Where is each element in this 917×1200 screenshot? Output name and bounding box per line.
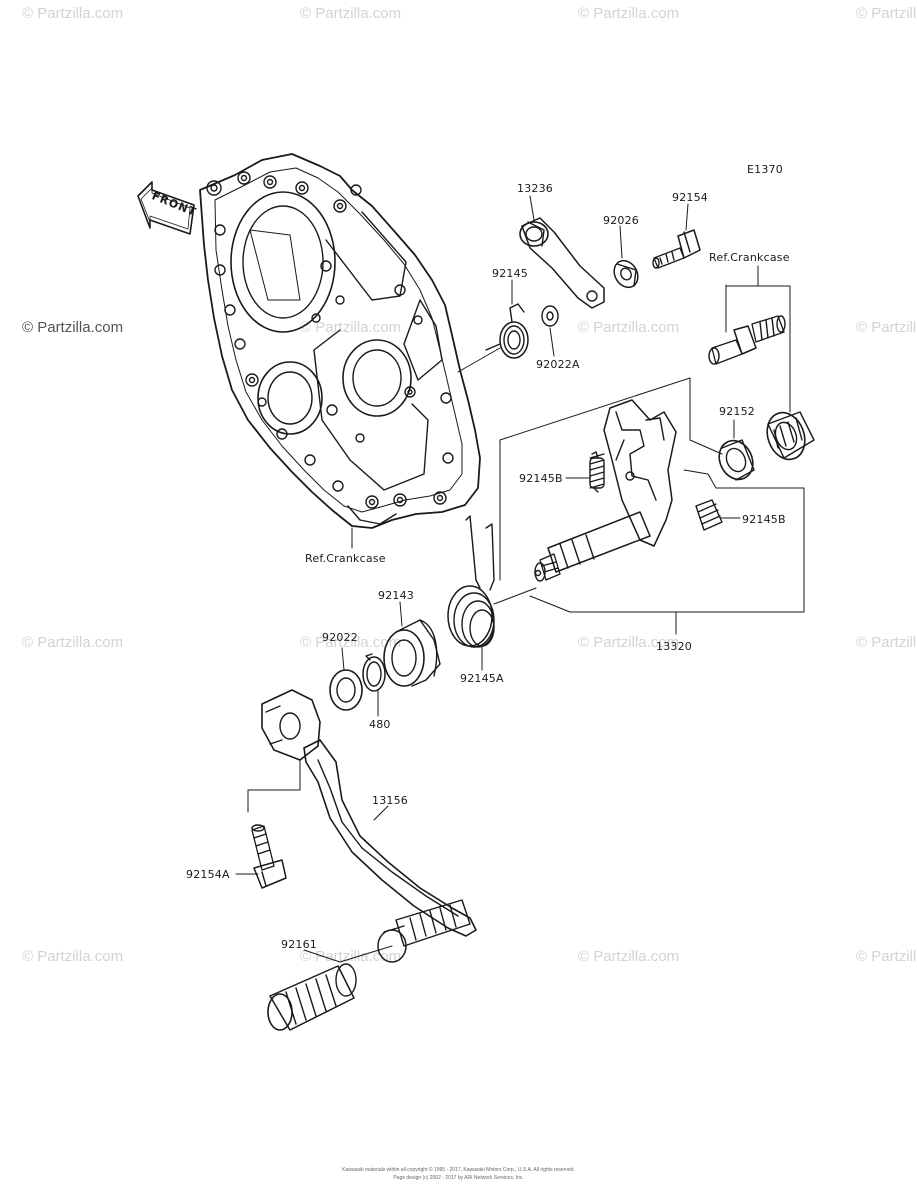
label-ref-crankcase-bottom: Ref.Crankcase bbox=[305, 552, 386, 565]
label-92161[interactable]: 92161 bbox=[281, 938, 317, 951]
watermark: © Partzilla.com bbox=[578, 948, 680, 965]
watermark: © Partzilla.com bbox=[578, 5, 680, 22]
part-92145A-spring bbox=[447, 515, 495, 648]
diagram-code: E1370 bbox=[747, 163, 783, 176]
label-92026[interactable]: 92026 bbox=[603, 214, 639, 227]
front-arrow-icon: FRONT bbox=[137, 181, 198, 235]
watermark: © Partzilla.com bbox=[856, 634, 917, 651]
part-92022-washer bbox=[329, 669, 363, 711]
label-92152[interactable]: 92152 bbox=[719, 405, 755, 418]
label-13320[interactable]: 13320 bbox=[656, 640, 692, 653]
crankcase-cover bbox=[199, 153, 481, 529]
label-92145B-right[interactable]: 92145B bbox=[742, 513, 786, 526]
part-92154-bolt bbox=[652, 229, 701, 269]
label-13236[interactable]: 13236 bbox=[517, 182, 553, 195]
watermark: © Partzilla.com bbox=[22, 5, 124, 22]
label-92154[interactable]: 92154 bbox=[672, 191, 708, 204]
watermark: © Partzilla.com bbox=[22, 948, 124, 965]
part-92145B-spring-right bbox=[695, 499, 723, 531]
part-13320-shift-shaft bbox=[534, 399, 677, 582]
watermark: © Partzilla.com bbox=[856, 948, 917, 965]
part-480-circlip bbox=[362, 653, 386, 692]
label-92145A[interactable]: 92145A bbox=[460, 672, 504, 685]
watermark: © Partzilla.com bbox=[300, 319, 402, 336]
watermark: © Partzilla.com bbox=[856, 319, 917, 336]
watermark: © Partzilla.com bbox=[856, 5, 917, 22]
label-480[interactable]: 480 bbox=[369, 718, 391, 731]
label-92022[interactable]: 92022 bbox=[322, 631, 358, 644]
watermark: © Partzilla.com bbox=[578, 634, 680, 651]
watermark: © Partzilla.com bbox=[300, 5, 402, 22]
label-92145B-left[interactable]: 92145B bbox=[519, 472, 563, 485]
copyright-line: Page design (c) 2002 - 2017 by ARI Netwo… bbox=[393, 1175, 524, 1181]
part-bearing bbox=[766, 411, 815, 461]
part-13236-shift-arm bbox=[519, 217, 605, 309]
label-92022A[interactable]: 92022A bbox=[536, 358, 580, 371]
part-92026-washer bbox=[613, 259, 639, 289]
part-92152-collar bbox=[718, 439, 755, 481]
part-92022A-washer bbox=[541, 305, 559, 327]
label-92154A[interactable]: 92154A bbox=[186, 868, 230, 881]
watermark: © Partzilla.com bbox=[22, 634, 124, 651]
part-92143-collar bbox=[383, 619, 441, 687]
label-ref-crankcase-top: Ref.Crankcase bbox=[709, 251, 790, 264]
watermark: © Partzilla.com bbox=[300, 948, 402, 965]
part-92154A-bolt bbox=[251, 824, 287, 889]
watermark: © Partzilla.com bbox=[578, 319, 680, 336]
label-92145[interactable]: 92145 bbox=[492, 267, 528, 280]
part-92145-spring bbox=[485, 303, 529, 359]
label-13156[interactable]: 13156 bbox=[372, 794, 408, 807]
part-92161-rubber bbox=[267, 963, 357, 1031]
watermark: © Partzilla.com bbox=[22, 319, 124, 336]
part-13156-shift-pedal bbox=[261, 689, 477, 963]
part-92145B-spring-left bbox=[589, 451, 605, 493]
copyright-line: Kawasaki materials within all copyright … bbox=[342, 1167, 575, 1173]
watermark: © Partzilla.com bbox=[300, 634, 402, 651]
crankcase-stud bbox=[708, 315, 786, 365]
label-92143[interactable]: 92143 bbox=[378, 589, 414, 602]
